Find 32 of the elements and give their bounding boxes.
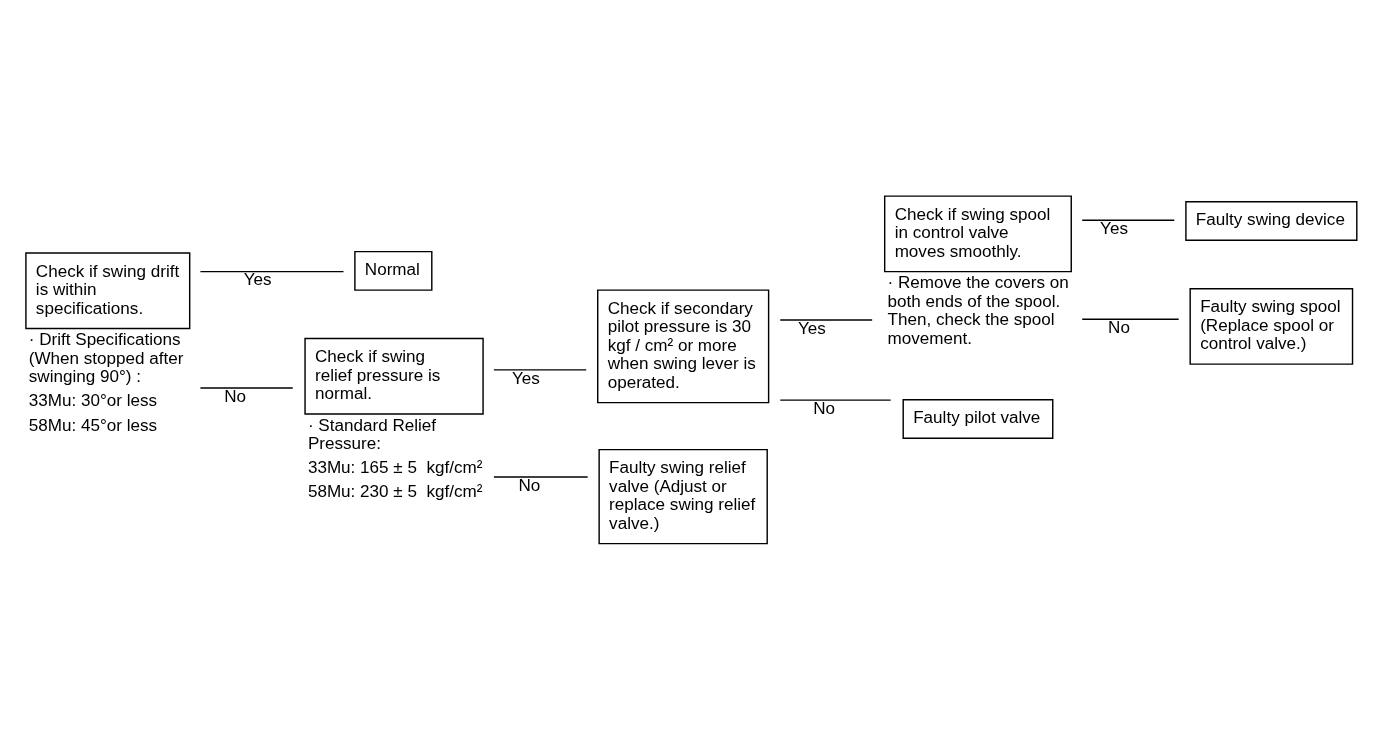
node-box: Faulty swing relief valve (Adjust or replace swing relief valve.) xyxy=(598,448,768,545)
node-box: Check if swing drift is within specifications. xyxy=(25,252,191,330)
node-box: Check if swing spool in control valve moves smoothly. xyxy=(884,195,1072,273)
node-box: Faulty swing spool (Replace spool or control valve.) xyxy=(1189,287,1354,365)
edge-label: Yes xyxy=(511,368,540,388)
node-label: 58Mu: 230 ± 5 kgf/cm² xyxy=(307,482,483,502)
connector xyxy=(1081,318,1180,320)
edge-label: No xyxy=(518,475,541,495)
connector xyxy=(199,270,345,273)
node-box: Normal xyxy=(354,250,433,291)
edge-label: Yes xyxy=(243,270,272,290)
node-box: Check if swing relief pressure is normal. xyxy=(304,337,484,415)
edge-label: No xyxy=(1108,317,1130,337)
node-label: 58Mu: 45°or less xyxy=(28,415,158,435)
connector xyxy=(779,319,873,321)
node-label: · Drift Specifications (When stopped after swinging 90°) : xyxy=(28,330,184,387)
connector xyxy=(199,387,294,389)
edge-label: No xyxy=(224,386,247,406)
edge-label: No xyxy=(813,398,835,418)
node-label: 33Mu: 30°or less xyxy=(28,391,158,411)
edge-label: Yes xyxy=(798,318,826,338)
connector xyxy=(493,369,587,371)
node-label: · Remove the covers on both ends of the spool. Then, check the spool movement. xyxy=(887,273,1069,348)
connector xyxy=(493,476,589,478)
node-box: Check if secondary pilot pressure is 30 kgf / cm² or more when swing lever is operated. xyxy=(597,289,770,404)
node-label: · Standard Relief Pressure: xyxy=(307,415,437,454)
connector xyxy=(1081,219,1176,222)
edge-label: Yes xyxy=(1100,218,1128,238)
node-label: 33Mu: 165 ± 5 kgf/cm² xyxy=(307,458,483,478)
node-box: Faulty swing device xyxy=(1185,201,1358,241)
node-box: Faulty pilot valve xyxy=(902,399,1054,439)
connector xyxy=(779,399,892,401)
